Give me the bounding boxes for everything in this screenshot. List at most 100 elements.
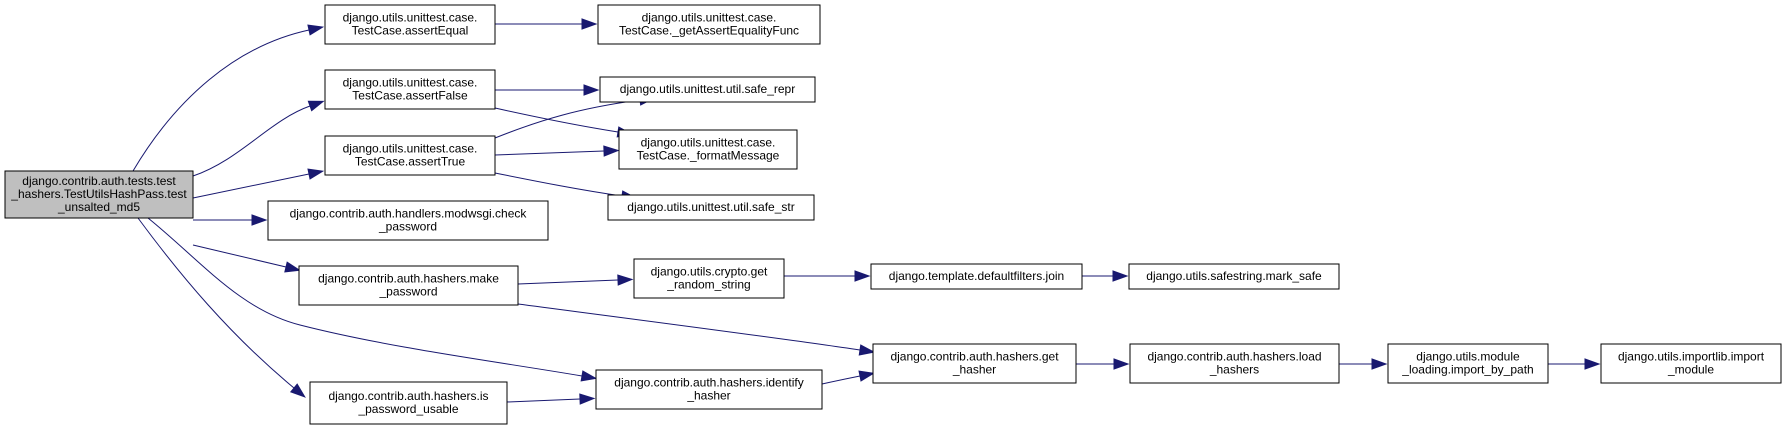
node-get-assert-equality-func-label-line: django.utils.unittest.case. — [642, 11, 777, 25]
node-get-random-string-box — [633, 258, 785, 299]
node-make-password-label-line: django.contrib.auth.hashers.make — [318, 272, 499, 286]
edge-assertequal-to-getassertequalityfunc — [495, 18, 598, 30]
edge-assertfalse-to-safe-repr — [495, 84, 600, 96]
node-identify-hasher-label-line: django.contrib.auth.hashers.identify — [614, 376, 803, 390]
edge-asserttrue-to-safe-repr-line — [494, 99, 641, 139]
node-assert-false-label-line: django.utils.unittest.case. — [343, 76, 478, 90]
edge-root-to-check-password — [193, 214, 268, 226]
edge-get-random-string-to-join-arrowhead — [854, 270, 871, 282]
node-assert-equal-label-line: django.utils.unittest.case. — [343, 11, 478, 25]
node-get-random-string[interactable]: django.utils.crypto.get_random_string — [633, 258, 785, 299]
node-assert-equal-box — [324, 4, 496, 45]
node-join[interactable]: django.template.defaultfilters.join — [870, 263, 1083, 290]
edge-root-to-assertequal-arrowhead — [307, 24, 325, 36]
edge-assertfalse-to-formatmessage — [494, 107, 634, 138]
edge-root-to-make-password-line — [192, 244, 287, 268]
edge-join-to-mark-safe-arrowhead — [1112, 270, 1129, 282]
edge-identify-hasher-to-get-hasher-line — [821, 375, 861, 385]
edge-import-by-path-to-import-module — [1548, 358, 1601, 370]
node-safe-str-label-line: django.utils.unittest.util.safe_str — [627, 200, 794, 214]
edge-root-to-make-password — [192, 244, 302, 273]
node-is-password-usable-label-line: _password_usable — [357, 402, 458, 416]
node-is-password-usable-label-line: django.contrib.auth.hashers.is — [328, 389, 488, 403]
edge-root-to-assertfalse — [192, 100, 325, 177]
edge-root-to-assertfalse-arrowhead — [307, 100, 325, 112]
edge-identify-hasher-to-get-hasher-arrowhead — [858, 370, 876, 382]
node-root-label-line: django.contrib.auth.tests.test — [22, 174, 176, 188]
node-check-password-label-line: _password — [378, 220, 437, 234]
edge-assertfalse-to-formatmessage-line — [494, 107, 619, 133]
node-assert-equal[interactable]: django.utils.unittest.case.TestCase.asse… — [324, 4, 496, 45]
node-safe-repr-box — [599, 76, 816, 103]
edge-is-password-usable-to-identify-hasher — [506, 393, 596, 405]
edge-get-hasher-to-load-hashers — [1076, 358, 1130, 370]
node-make-password[interactable]: django.contrib.auth.hashers.make_passwor… — [298, 265, 519, 306]
node-safe-repr[interactable]: django.utils.unittest.util.safe_repr — [599, 76, 816, 103]
node-root-box — [4, 170, 194, 219]
node-assert-equal-label-line: TestCase.assertEqual — [352, 24, 469, 38]
edge-identify-hasher-to-get-hasher — [821, 370, 876, 385]
edge-make-password-to-get-hasher-arrowhead — [858, 344, 876, 356]
node-import-module[interactable]: django.utils.importlib.import_module — [1600, 343, 1782, 384]
edge-get-hasher-to-load-hashers-arrowhead — [1113, 358, 1130, 370]
node-make-password-label-line: _password — [378, 285, 437, 299]
node-format-message-label-line: TestCase._formatMessage — [637, 149, 780, 163]
edge-asserttrue-to-formatmessage-line — [494, 150, 605, 156]
edge-is-password-usable-to-identify-hasher-line — [506, 398, 581, 403]
node-import-module-box — [1600, 343, 1782, 384]
node-assert-false[interactable]: django.utils.unittest.case.TestCase.asse… — [324, 69, 496, 110]
node-get-random-string-label-line: django.utils.crypto.get — [651, 265, 768, 279]
node-get-assert-equality-func-label-line: TestCase._getAssertEqualityFunc — [619, 24, 799, 38]
node-load-hashers-label-line: django.contrib.auth.hashers.load — [1147, 350, 1321, 364]
node-identify-hasher-box — [595, 369, 823, 410]
edge-make-password-to-get-random-string-arrowhead — [617, 274, 634, 286]
edge-root-to-is-password-usable — [137, 217, 306, 398]
node-get-hasher-label-line: _hasher — [952, 363, 996, 377]
node-root[interactable]: django.contrib.auth.tests.test_hashers.T… — [4, 170, 194, 219]
node-get-hasher[interactable]: django.contrib.auth.hashers.get_hasher — [872, 343, 1077, 384]
node-load-hashers[interactable]: django.contrib.auth.hashers.load_hashers — [1129, 343, 1340, 384]
node-mark-safe-label-line: django.utils.safestring.mark_safe — [1146, 269, 1322, 283]
edge-root-to-asserttrue-arrowhead — [307, 168, 325, 180]
node-join-box — [870, 263, 1083, 290]
edge-get-random-string-to-join — [784, 270, 871, 282]
edge-join-to-mark-safe — [1082, 270, 1129, 282]
node-mark-safe-box — [1128, 263, 1340, 290]
edge-asserttrue-to-formatmessage-arrowhead — [603, 145, 620, 157]
edge-make-password-to-get-random-string — [517, 274, 634, 286]
edge-assertequal-to-getassertequalityfunc-arrowhead — [581, 18, 598, 30]
node-assert-false-box — [324, 69, 496, 110]
node-root-label-line: _unsalted_md5 — [57, 200, 140, 214]
node-format-message-box — [618, 129, 798, 170]
node-check-password[interactable]: django.contrib.auth.handlers.modwsgi.che… — [267, 200, 549, 241]
node-assert-false-label-line: TestCase.assertFalse — [352, 89, 468, 103]
edge-load-hashers-to-import-by-path — [1339, 358, 1388, 370]
node-import-by-path-label-line: _loading.import_by_path — [1401, 363, 1533, 377]
node-make-password-box — [298, 265, 519, 306]
edge-root-to-asserttrue — [192, 168, 325, 199]
node-import-module-label-line: django.utils.importlib.import — [1618, 350, 1765, 364]
node-mark-safe[interactable]: django.utils.safestring.mark_safe — [1128, 263, 1340, 290]
edge-make-password-to-get-random-string-line — [517, 279, 619, 285]
node-join-label-line: django.template.defaultfilters.join — [889, 269, 1064, 283]
node-import-module-label-line: _module — [1667, 363, 1714, 377]
node-identify-hasher[interactable]: django.contrib.auth.hashers.identify_has… — [595, 369, 823, 410]
edge-root-to-assertfalse-line — [192, 105, 311, 177]
node-assert-true[interactable]: django.utils.unittest.case.TestCase.asse… — [324, 135, 496, 176]
node-safe-str-box — [607, 194, 815, 221]
node-format-message-label-line: django.utils.unittest.case. — [641, 136, 776, 150]
node-root-label-line: _hashers.TestUtilsHashPass.test — [10, 187, 187, 201]
node-safe-str[interactable]: django.utils.unittest.util.safe_str — [607, 194, 815, 221]
edge-root-to-asserttrue-line — [192, 173, 310, 199]
node-safe-repr-label-line: django.utils.unittest.util.safe_repr — [620, 82, 795, 96]
edge-root-to-assertequal-line — [132, 29, 310, 172]
edge-asserttrue-to-formatmessage — [494, 145, 620, 157]
node-assert-true-label-line: TestCase.assertTrue — [355, 155, 466, 169]
node-import-by-path[interactable]: django.utils.module_loading.import_by_pa… — [1387, 343, 1549, 384]
edge-root-to-check-password-arrowhead — [251, 214, 268, 226]
node-format-message[interactable]: django.utils.unittest.case.TestCase._for… — [618, 129, 798, 170]
node-get-assert-equality-func[interactable]: django.utils.unittest.case.TestCase._get… — [597, 4, 821, 45]
node-is-password-usable[interactable]: django.contrib.auth.hashers.is_password_… — [309, 381, 508, 425]
edge-make-password-to-get-hasher-line — [517, 303, 861, 351]
